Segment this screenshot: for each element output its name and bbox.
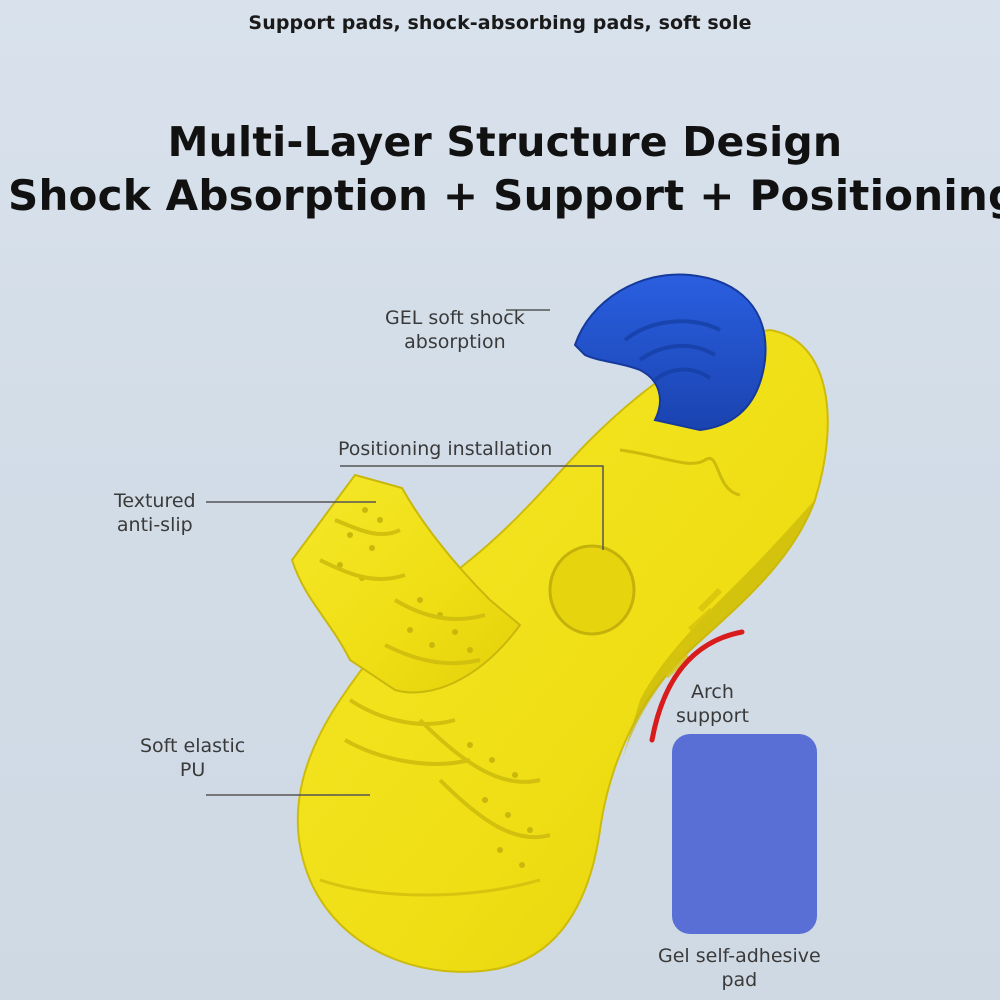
callout-textured-line2: anti-slip — [116, 514, 193, 536]
callout-soft-pu-line2: PU — [179, 759, 206, 781]
arch-curve — [649, 629, 745, 743]
forefoot-texture — [344, 698, 551, 840]
headline-line-1: Multi-Layer Structure Design — [167, 118, 843, 166]
callout-positioning: Positioning installation — [338, 437, 552, 461]
callout-positioning-line1: Positioning installation — [338, 438, 553, 460]
callout-textured-line1: Textured — [114, 490, 196, 512]
heel-gel-pad — [573, 273, 767, 432]
callout-gel-pad-line2: pad — [721, 969, 758, 991]
callout-arch-line1: Arch — [691, 681, 734, 703]
callout-soft-pu: Soft elastic PU — [140, 734, 245, 782]
subtitle: Support pads, shock-absorbing pads, soft… — [248, 12, 752, 34]
textured-flap — [290, 473, 522, 694]
headline-line-2: Shock Absorption + Support + Positioning — [8, 171, 1000, 220]
callout-gel-pad-line1: Gel self-adhesive — [658, 945, 821, 967]
callout-soft-pu-line1: Soft elastic — [140, 735, 246, 757]
callout-arch-line2: support — [676, 705, 749, 727]
callout-gel-line2: absorption — [404, 331, 506, 353]
callout-arch: Arch support — [676, 680, 749, 728]
callout-gel-pad: Gel self-adhesive pad — [658, 944, 821, 992]
callout-gel-line1: GEL soft shock — [385, 307, 525, 329]
insole-body — [296, 328, 829, 973]
callout-gel: GEL soft shock absorption — [385, 306, 525, 354]
self-adhesive-pad — [672, 734, 817, 934]
positioning-recess — [548, 544, 636, 636]
callout-textured: Textured anti-slip — [114, 489, 196, 537]
